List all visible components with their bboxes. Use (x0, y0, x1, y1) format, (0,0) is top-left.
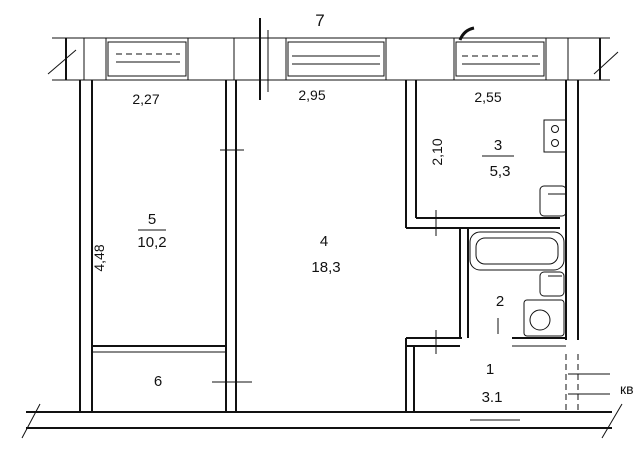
stair-markings (565, 354, 610, 412)
room-5-area: 10,2 (137, 234, 166, 251)
toilet-icon (539, 271, 565, 297)
room-3-area: 5,3 (490, 163, 511, 180)
room-4-width: 2,95 (298, 87, 325, 103)
room-4-number: 4 (320, 233, 328, 250)
stair-label: кв (620, 381, 634, 397)
interior-walls (79, 80, 579, 412)
stove-icon (543, 119, 567, 153)
room-5-depth: 4,48 (91, 244, 107, 271)
room-6-number: 6 (154, 373, 162, 390)
room-1-number: 1 (486, 361, 494, 378)
room-2-number: 2 (496, 293, 504, 310)
bathtub-icon (469, 231, 565, 271)
balcony-number: 7 (315, 11, 324, 30)
room-1-area: 3.1 (482, 389, 503, 406)
window-room-3 (455, 26, 545, 77)
bottom-wall (21, 403, 623, 439)
room-5-width: 2,27 (132, 91, 159, 107)
kitchen-sink-icon (539, 185, 567, 217)
room-5-number: 5 (148, 211, 156, 228)
window-room-4 (287, 41, 385, 77)
room-3-number: 3 (494, 137, 502, 154)
room-3-depth: 2,10 (429, 138, 445, 165)
room-4-area: 18,3 (311, 259, 340, 276)
window-room-5 (107, 41, 187, 77)
top-facade-wall (47, 37, 619, 81)
washbasin-icon (523, 299, 565, 337)
balcony-door-marker (259, 18, 269, 100)
room-3-width: 2,55 (474, 89, 501, 105)
